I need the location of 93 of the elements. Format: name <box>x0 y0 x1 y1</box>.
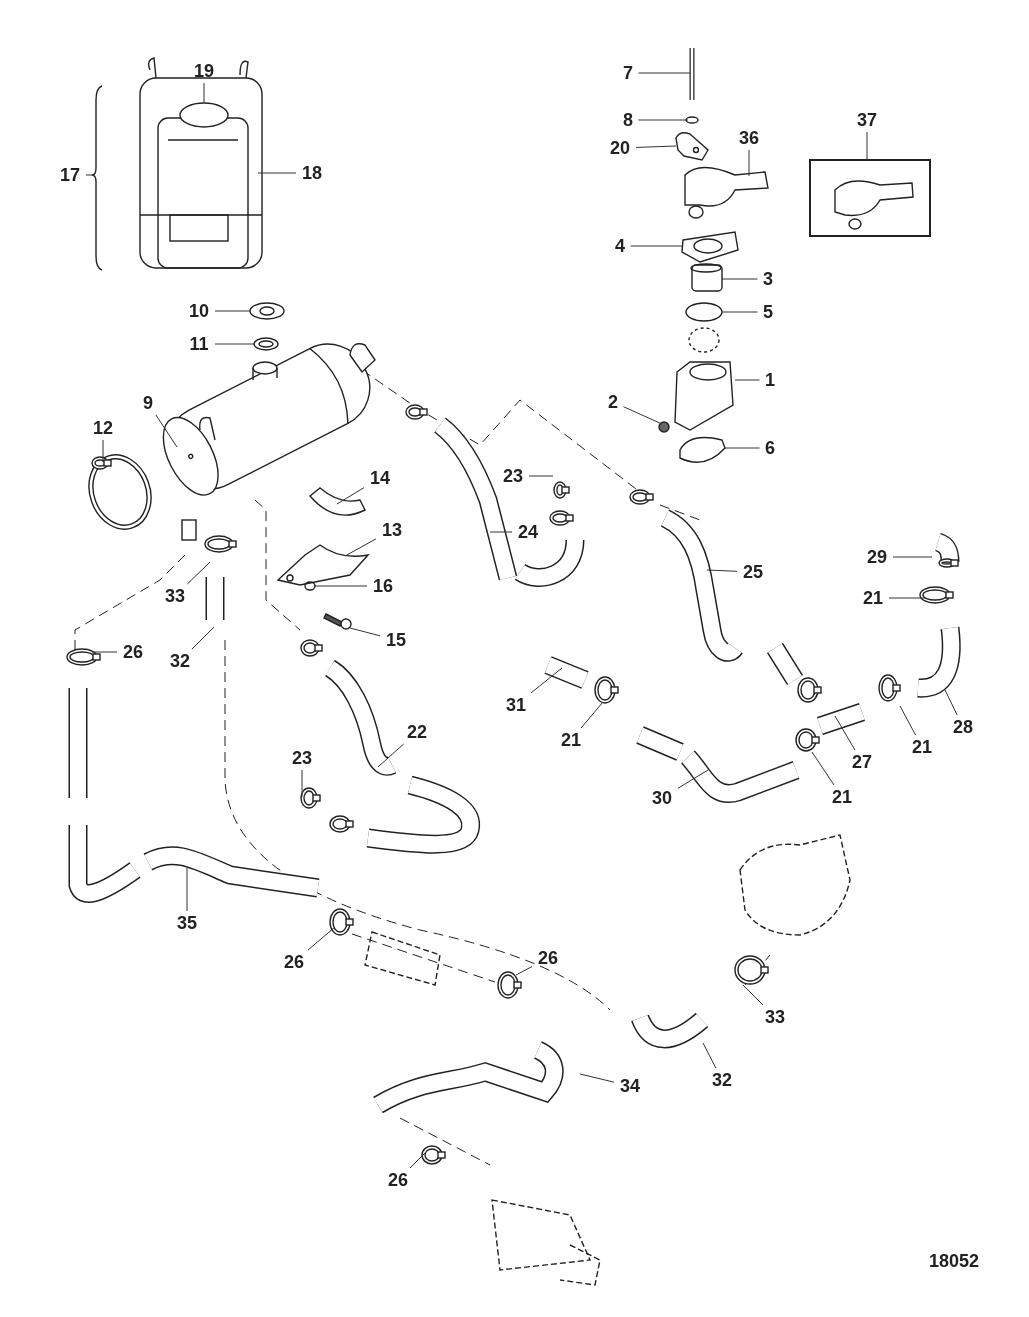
callout-number: 25 <box>740 562 766 582</box>
callout-number: 21 <box>829 787 855 807</box>
callout-number: 22 <box>404 722 430 742</box>
callout-number: 13 <box>379 520 405 540</box>
leader-line <box>944 689 958 716</box>
callout-number: 11 <box>186 334 212 354</box>
leader-line <box>734 379 760 381</box>
leader-line <box>742 984 764 1006</box>
leader-line <box>888 597 926 599</box>
leader-line <box>579 1073 615 1083</box>
leader-line <box>623 406 663 425</box>
leader-line <box>257 172 297 174</box>
leader-line <box>630 245 683 247</box>
callout-number: 9 <box>140 393 156 413</box>
callout-number: 26 <box>120 642 146 662</box>
leader-line <box>706 569 738 572</box>
callout-number: 33 <box>762 1007 788 1027</box>
leader-line <box>866 131 868 161</box>
leader-line <box>377 743 405 768</box>
callout-number: 26 <box>535 948 561 968</box>
callout-number: 23 <box>500 466 526 486</box>
callout-number: 21 <box>909 737 935 757</box>
leader-line <box>91 651 118 653</box>
callout-number: 34 <box>617 1076 643 1096</box>
leader-line <box>530 667 563 694</box>
leader-line <box>724 447 760 449</box>
callout-number: 4 <box>612 236 628 256</box>
callout-number: 24 <box>515 522 541 542</box>
callout-number: 2 <box>605 392 621 412</box>
leader-line <box>409 1149 429 1169</box>
callout-number: 30 <box>649 788 675 808</box>
callout-number: 12 <box>90 418 116 438</box>
callout-number: 7 <box>620 63 636 83</box>
leader-line <box>186 867 188 912</box>
leader-line <box>214 310 251 312</box>
leader-line <box>638 72 691 74</box>
leader-line <box>528 475 554 477</box>
leader-line <box>892 556 933 558</box>
leader-line <box>336 487 365 505</box>
callout-number: 15 <box>383 630 409 650</box>
leader-line <box>313 585 368 587</box>
leader-line <box>307 926 336 951</box>
callout-number: 19 <box>191 61 217 81</box>
leader-line <box>186 561 211 585</box>
leader-line <box>515 966 533 976</box>
callout-number: 3 <box>760 269 776 289</box>
callout-number: 31 <box>503 695 529 715</box>
callout-number: 26 <box>281 952 307 972</box>
callout-number: 10 <box>186 301 212 321</box>
leader-line <box>191 626 215 650</box>
callout-number: 18 <box>299 163 325 183</box>
leader-line <box>155 414 178 448</box>
callout-number: 32 <box>167 651 193 671</box>
leader-line <box>702 1042 717 1069</box>
callout-number: 8 <box>620 110 636 130</box>
leader-line <box>638 119 689 121</box>
leader-line <box>203 82 205 104</box>
leader-line <box>301 769 303 798</box>
callout-number: 33 <box>162 586 188 606</box>
leader-line <box>677 769 709 789</box>
callout-number: 21 <box>558 730 584 750</box>
callout-number: 1 <box>762 370 778 390</box>
leader-line <box>489 531 513 533</box>
callout-number: 14 <box>367 468 393 488</box>
callout-number: 35 <box>174 913 200 933</box>
callout-number: 23 <box>289 748 315 768</box>
leader-line <box>899 705 917 736</box>
callout-number: 32 <box>709 1070 735 1090</box>
callout-number: 17 <box>57 165 83 185</box>
callout-number: 5 <box>760 302 776 322</box>
leader-line <box>85 174 96 176</box>
figure-number: 18052 <box>929 1251 980 1272</box>
callout-number: 27 <box>849 752 875 772</box>
leader-line <box>721 311 758 313</box>
leader-line <box>214 343 256 345</box>
callout-number: 37 <box>854 110 880 130</box>
leader-line <box>721 278 758 280</box>
callout-number: 29 <box>864 547 890 567</box>
callout-number: 36 <box>736 128 762 148</box>
callout-number: 26 <box>385 1170 411 1190</box>
callout-number: 20 <box>607 138 633 158</box>
leader-line <box>102 439 104 463</box>
leader-line <box>349 627 381 637</box>
callout-number: 28 <box>950 717 976 737</box>
leader-line <box>635 145 677 148</box>
callout-number: 21 <box>860 588 886 608</box>
leader-line <box>811 751 835 786</box>
leader-line <box>344 538 377 557</box>
callout-number: 6 <box>762 438 778 458</box>
leader-line <box>834 715 856 751</box>
leader-line <box>748 149 750 177</box>
leader-line <box>580 701 604 729</box>
callout-number: 16 <box>370 576 396 596</box>
